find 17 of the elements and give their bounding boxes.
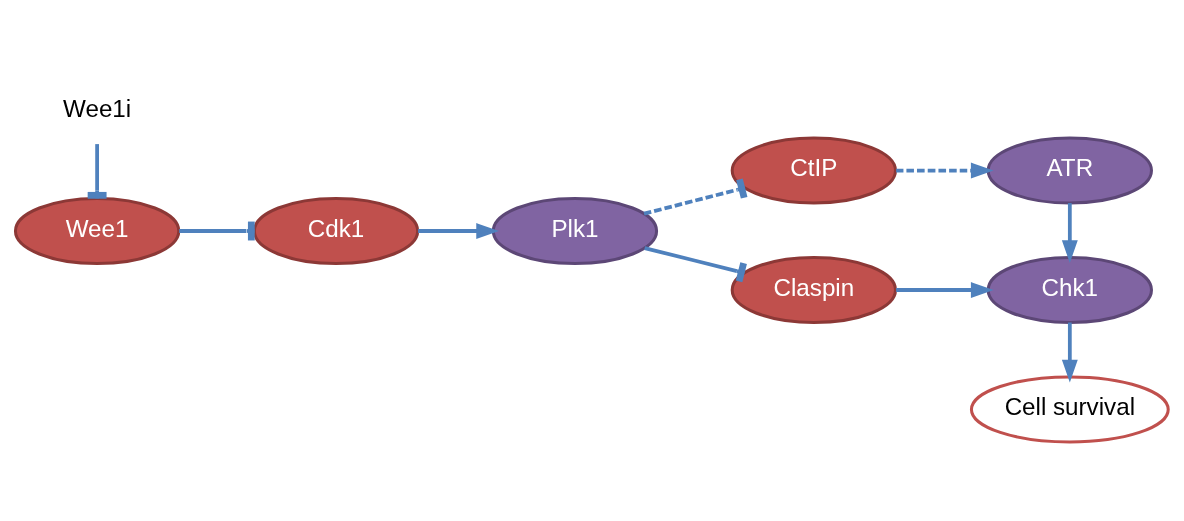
- node-ellipse: Chk1: [986, 255, 1153, 324]
- arrow: [896, 162, 994, 179]
- node-ellipse: Cell survival: [969, 375, 1170, 444]
- connector: [643, 178, 748, 216]
- connector: [87, 144, 107, 199]
- node-ellipse: ATR: [986, 136, 1153, 205]
- arrow: [896, 282, 994, 298]
- node-ellipse: Cdk1: [252, 197, 420, 266]
- connector: [644, 246, 747, 283]
- arrow: [1061, 203, 1078, 264]
- node-text: Wee1i: [63, 95, 132, 123]
- node-ellipse: Wee1: [13, 197, 181, 266]
- node-ellipse: CtIP: [730, 136, 897, 205]
- node-ellipse: Plk1: [491, 197, 659, 266]
- arrow: [418, 223, 499, 239]
- arrow: [1061, 322, 1078, 383]
- node-ellipse: Claspin: [730, 255, 897, 324]
